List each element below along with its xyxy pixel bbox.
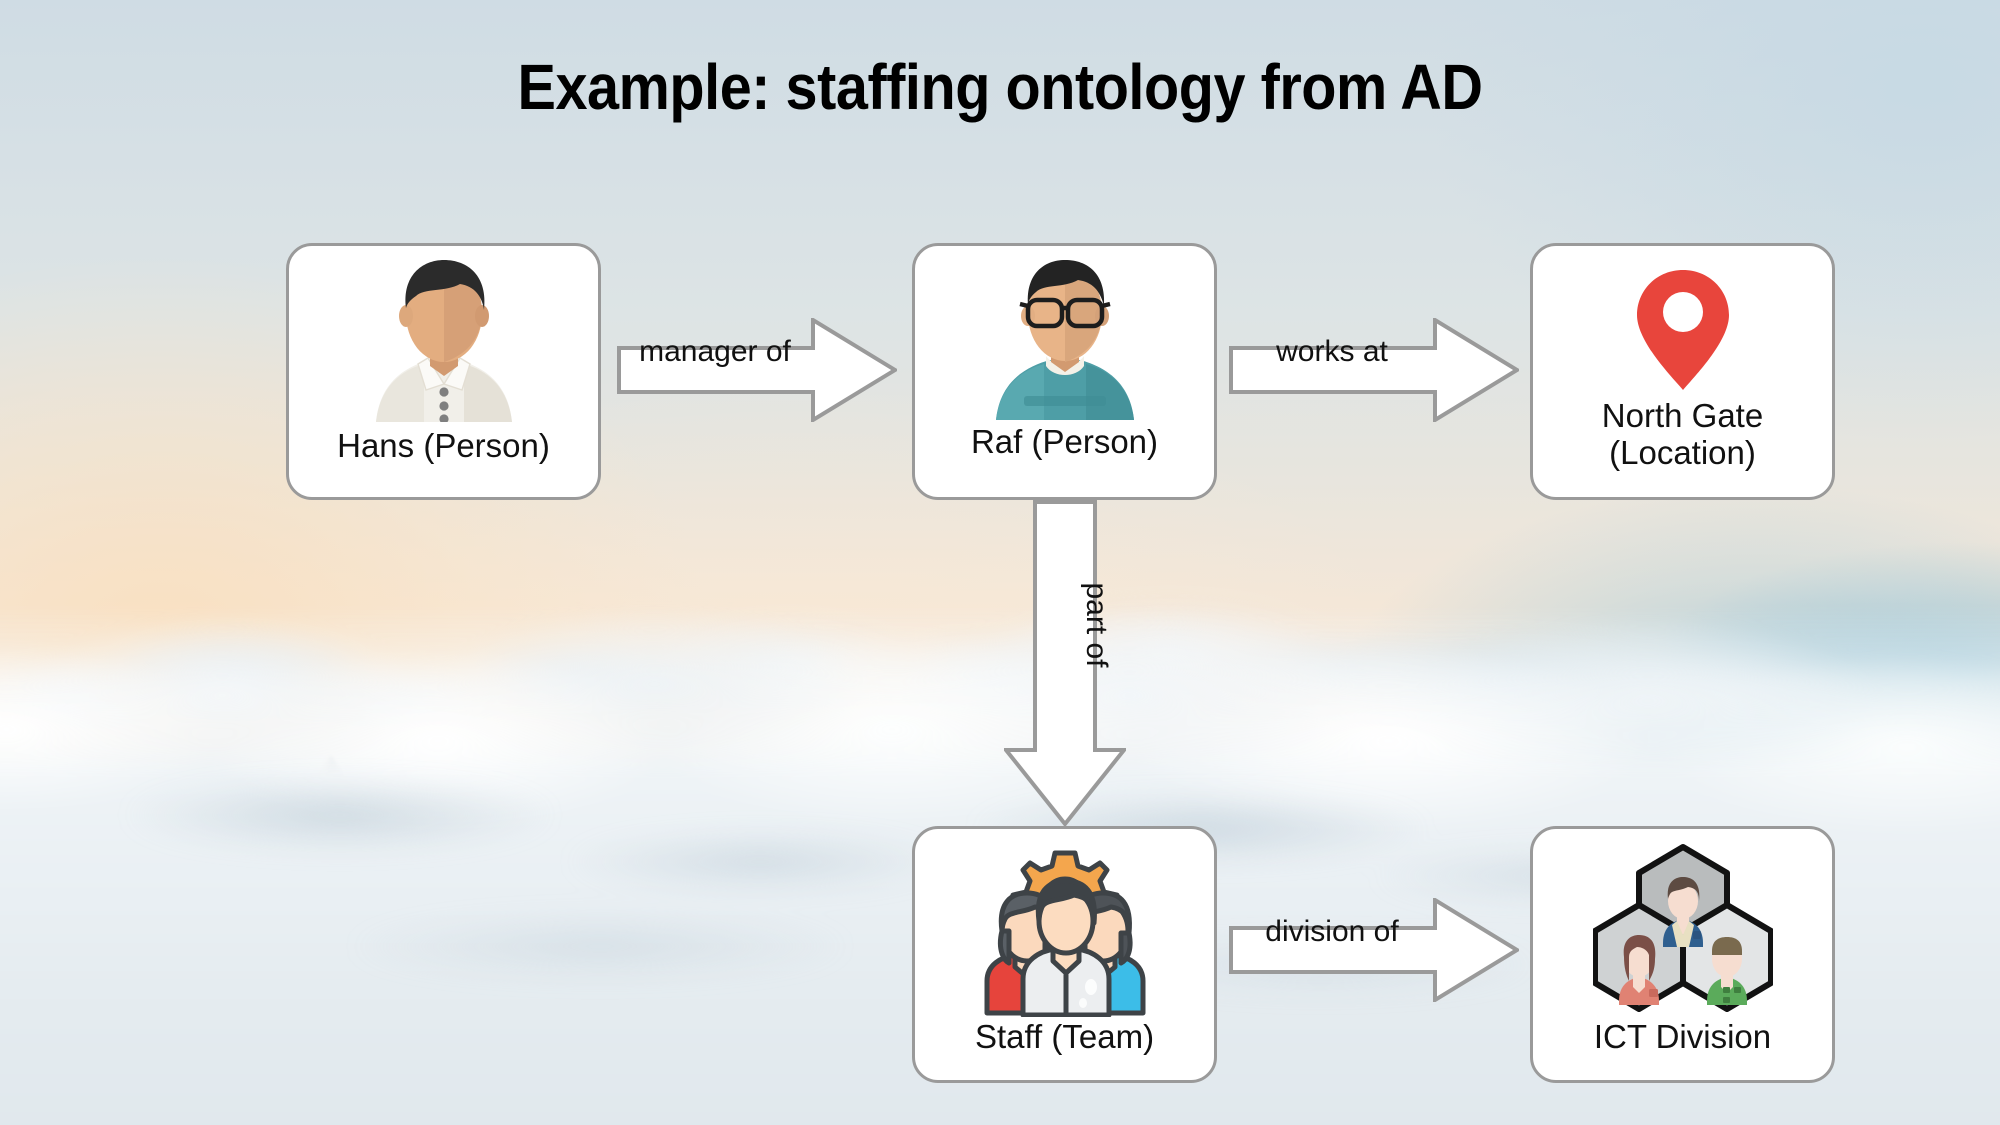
slide-title: Example: staffing ontology from AD bbox=[517, 51, 1483, 123]
node-raf[interactable]: Raf (Person) bbox=[912, 243, 1217, 500]
node-northgate-label-line2: (Location) bbox=[1609, 433, 1756, 471]
node-northgate[interactable]: North Gate (Location) bbox=[1530, 243, 1835, 500]
team-gear-icon bbox=[965, 845, 1165, 1017]
node-northgate-label-line1: North Gate bbox=[1601, 397, 1764, 434]
person-glasses-avatar-icon bbox=[972, 256, 1158, 420]
node-hans-label: Hans (Person) bbox=[337, 427, 550, 464]
edge-part-of[interactable] bbox=[1004, 500, 1126, 826]
map-pin-icon bbox=[1635, 268, 1731, 392]
block-arrow-right-icon bbox=[1229, 318, 1519, 422]
hexagon-people-icon bbox=[1592, 843, 1773, 1015]
node-hans[interactable]: Hans (Person) bbox=[286, 243, 601, 500]
edge-manager-of-label: manager of bbox=[639, 335, 791, 368]
edge-manager-of[interactable] bbox=[617, 318, 897, 422]
person-avatar-icon bbox=[350, 254, 538, 422]
node-raf-label: Raf (Person) bbox=[970, 423, 1159, 460]
edge-works-at-label: works at bbox=[1276, 335, 1388, 368]
block-arrow-down-icon bbox=[1004, 500, 1126, 826]
block-arrow-right-icon bbox=[617, 318, 897, 422]
node-ictdivision-label: ICT Division bbox=[1593, 1018, 1772, 1055]
node-staff-label: Staff (Team) bbox=[974, 1018, 1155, 1055]
edge-part-of-label: part of bbox=[1080, 582, 1113, 668]
node-ictdivision[interactable]: ICT Division bbox=[1530, 826, 1835, 1083]
block-arrow-right-icon bbox=[1229, 898, 1519, 1002]
node-staff[interactable]: Staff (Team) bbox=[912, 826, 1217, 1083]
edge-works-at[interactable] bbox=[1229, 318, 1519, 422]
edge-division-of-label: division of bbox=[1265, 915, 1399, 948]
edge-division-of[interactable] bbox=[1229, 898, 1519, 1002]
